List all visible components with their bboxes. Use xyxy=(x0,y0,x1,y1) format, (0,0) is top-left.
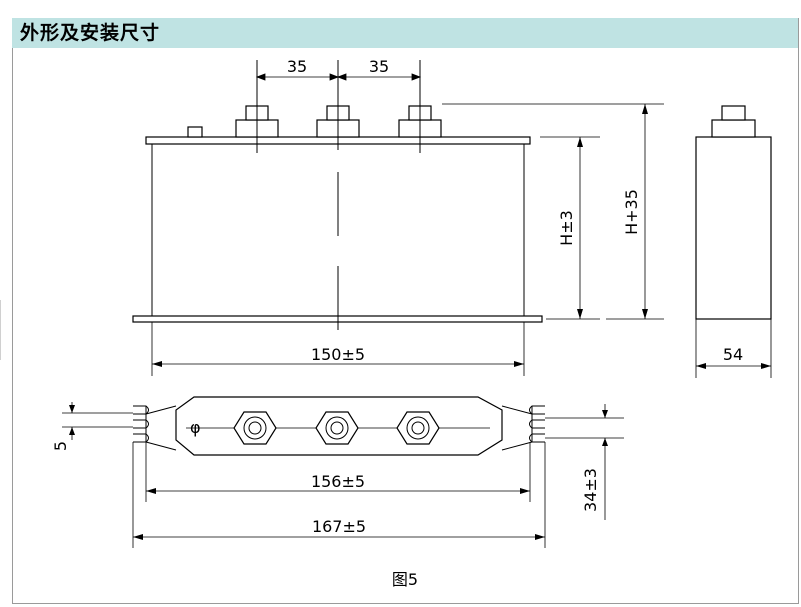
htotal-ext-lines xyxy=(442,103,664,320)
drawing-frame xyxy=(12,18,799,604)
depth-ext-lines xyxy=(695,319,772,378)
figure-caption: 图5 xyxy=(392,570,418,589)
bolt-3 xyxy=(396,411,440,445)
bracket-ext-lines xyxy=(545,417,624,439)
slot-dim-arrows xyxy=(69,405,75,435)
hbody-label: H±3 xyxy=(557,210,576,246)
pitch-right-label: 35 xyxy=(369,57,389,76)
front-view: 35 35 150±5 H±3 H+35 xyxy=(132,57,664,376)
bolt-2 xyxy=(315,411,359,445)
slot-ext-lines xyxy=(62,412,133,428)
outer-ext-lines xyxy=(132,442,546,548)
side-body xyxy=(695,136,772,320)
inner-label: 156±5 xyxy=(311,472,365,491)
bracket-arrows xyxy=(602,410,608,446)
vent-stub xyxy=(187,126,203,138)
hbody-ext-lines xyxy=(540,136,600,320)
side-view: 54 xyxy=(695,105,772,378)
width-ext-lines xyxy=(151,322,525,376)
inner-ext-lines xyxy=(145,442,531,502)
side-terminal-cap xyxy=(721,105,746,121)
pitch-left-label: 35 xyxy=(287,57,307,76)
bolt-1 xyxy=(233,411,277,445)
pitch-dim-arrows xyxy=(255,73,422,81)
width-label: 150±5 xyxy=(311,345,365,364)
bracket-label: 34±3 xyxy=(581,468,600,512)
section-title: 外形及安装尺寸 xyxy=(20,22,161,44)
left-edge-mark xyxy=(0,300,3,360)
outer-label: 167±5 xyxy=(312,517,366,536)
phi-symbol: φ xyxy=(190,418,201,437)
htotal-label: H+35 xyxy=(622,189,641,235)
left-bracket xyxy=(133,405,177,451)
plan-view: 5 φ xyxy=(51,396,624,548)
body-sides xyxy=(151,144,525,316)
slot-label: 5 xyxy=(51,441,70,451)
side-terminal-base xyxy=(711,119,756,138)
depth-label: 54 xyxy=(723,345,743,364)
right-bracket xyxy=(501,405,545,451)
header-band xyxy=(12,18,798,48)
